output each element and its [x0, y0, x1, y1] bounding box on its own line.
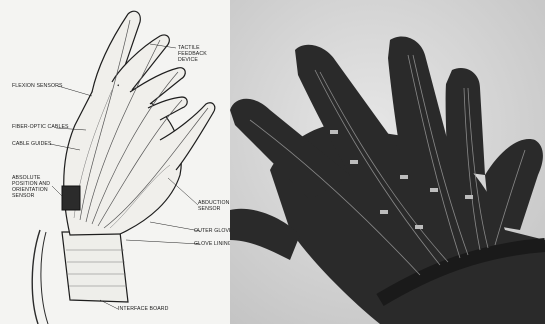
label-absolute-position: ABSOLUTE POSITION AND ORIENTATION SENSOR	[12, 175, 60, 199]
glove-photo	[230, 0, 545, 324]
label-interface-board: INTERFACE BOARD	[118, 306, 169, 312]
label-abduction-sensor: ABDUCTION SENSOR	[198, 200, 228, 212]
label-outer-glove: OUTER GLOVE	[194, 228, 233, 234]
label-fiber-optic-cables: FIBER-OPTIC CABLES	[12, 124, 69, 130]
label-flexion-sensors: FLEXION SENSORS	[12, 83, 63, 89]
label-cable-guides: CABLE GUIDES	[12, 141, 52, 147]
label-tactile-feedback: TACTILE FEEDBACK DEVICE	[178, 45, 226, 63]
label-glove-lining: GLOVE LINING	[194, 241, 232, 247]
